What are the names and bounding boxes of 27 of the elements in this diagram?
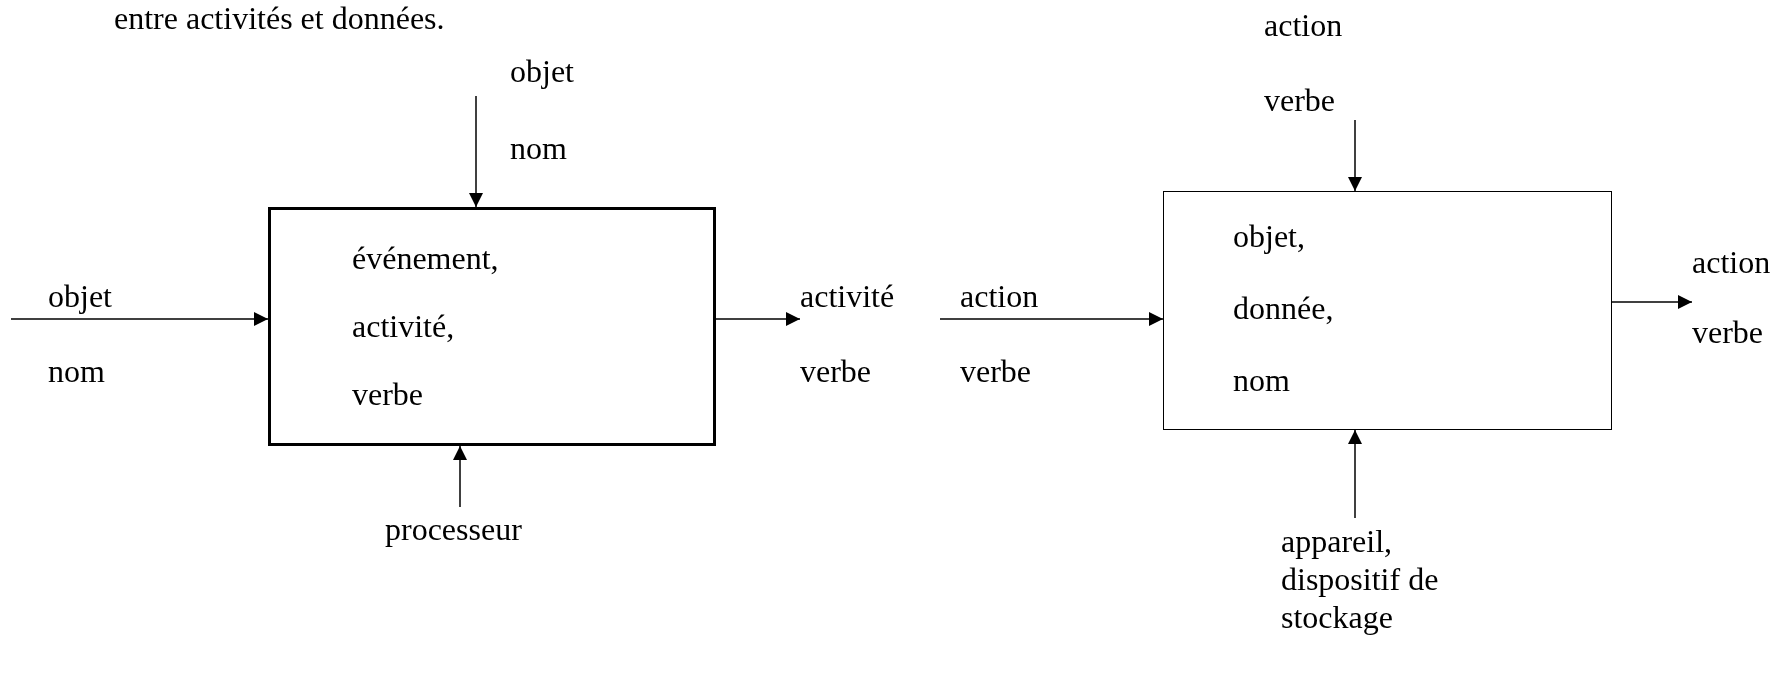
node-label: action [1692,244,1772,280]
node-label: processeur [385,511,523,547]
arrow [1611,295,1693,309]
arrow [939,312,1164,326]
node-label: verbe [1692,314,1765,350]
text-label: nom [510,130,567,166]
text-label: entre activités et données. [114,0,445,36]
box-text: objet, donnée, nom [1233,217,1334,400]
text-label: verbe [960,353,1032,389]
text-label: nom [48,353,105,389]
node-label: appareil, dispositif de stockage [1281,522,1440,636]
arrow [1348,119,1362,192]
process-box [268,207,716,446]
text-label: objet [510,53,574,89]
node-label: verbe [800,353,873,389]
text-label: action [1264,7,1343,43]
arrow [453,445,467,508]
node-label: activité [800,278,896,314]
text-label: action [960,278,1039,314]
process-box [1163,191,1612,430]
text-label: verbe [1264,82,1336,118]
arrow [715,312,801,326]
text-label: objet [48,278,112,314]
box-text: événement, activité, verbe [352,239,499,414]
arrow [1348,429,1362,519]
arrow [469,95,483,208]
arrow [10,312,269,326]
